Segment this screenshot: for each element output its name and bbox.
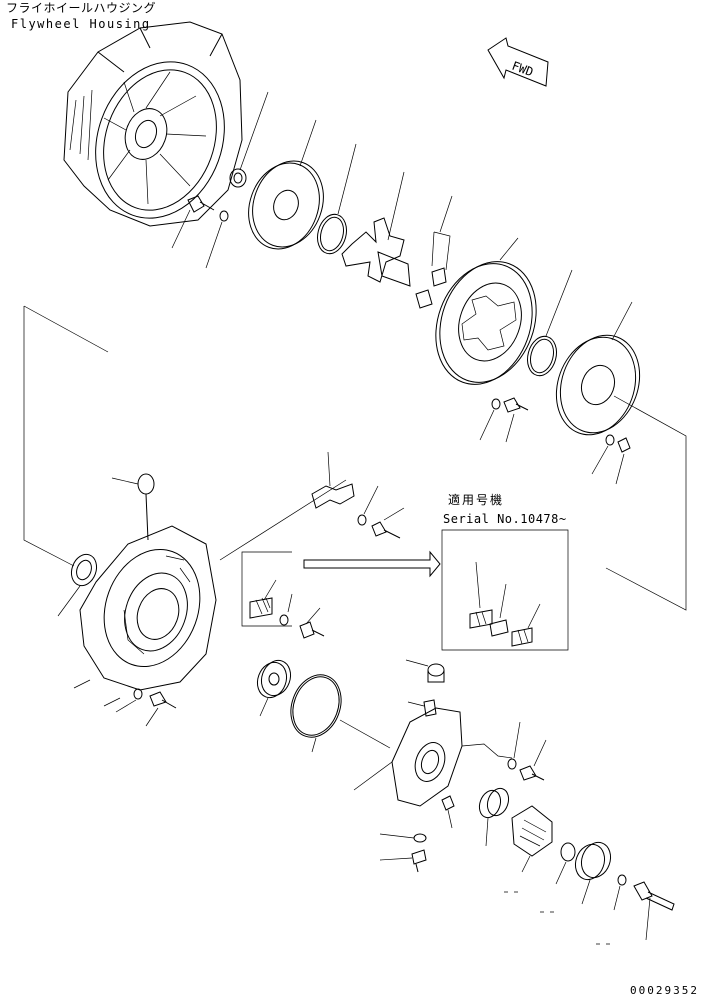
dash-marks <box>504 891 610 945</box>
serial-note-english: Serial No.10478~ <box>443 512 567 526</box>
plug-1 <box>405 659 445 683</box>
o-ring-2 <box>527 269 573 377</box>
pump-bushing <box>478 787 510 847</box>
bracket <box>219 451 355 561</box>
bolt-6 <box>299 607 325 639</box>
cover-plate <box>555 301 641 436</box>
fwd-arrow: FWD <box>487 37 549 87</box>
serial-arrow <box>303 550 441 578</box>
serial-note-japanese: 適用号機 <box>448 493 505 507</box>
washer-bolt-5 <box>115 688 177 727</box>
washer-bolt-2 <box>479 397 529 443</box>
leader-line-1 <box>23 305 109 353</box>
coupling-element <box>256 659 391 749</box>
pump-gear <box>574 841 612 905</box>
leader-line-2 <box>23 306 75 567</box>
washer-bolt-4 <box>357 485 405 539</box>
leader-line-3 <box>605 395 687 611</box>
shim-box <box>241 551 293 627</box>
nut-1 <box>229 91 269 188</box>
serial-box <box>441 529 569 651</box>
plug-2 <box>407 699 437 717</box>
washer-nut-3 <box>591 434 631 485</box>
rubber-block <box>415 195 453 309</box>
washer-1 <box>205 210 229 269</box>
lower-housing <box>73 525 217 707</box>
coupling-housing <box>435 237 537 385</box>
washer-bolt-7 <box>507 721 547 781</box>
eye-bolt <box>111 473 155 541</box>
pump-disc <box>555 842 576 885</box>
figure-number: 00029352 <box>630 984 699 997</box>
spider-hub <box>341 171 411 287</box>
bolt-1 <box>171 195 215 249</box>
o-ring-1 <box>317 143 357 255</box>
coupling-plate <box>248 119 324 250</box>
title-english: Flywheel Housing <box>11 17 151 31</box>
o-ring-3 <box>290 674 342 753</box>
oil-seal <box>57 553 98 617</box>
pump-cover <box>511 805 553 873</box>
title-japanese: フライホイールハウジング <box>6 1 157 15</box>
drain-plug <box>379 833 427 873</box>
bolt-8 <box>441 795 455 829</box>
fwd-label: FWD <box>510 59 535 80</box>
pump-case <box>353 707 513 807</box>
flywheel-housing <box>63 21 243 227</box>
washer-bolt-9 <box>613 874 675 941</box>
